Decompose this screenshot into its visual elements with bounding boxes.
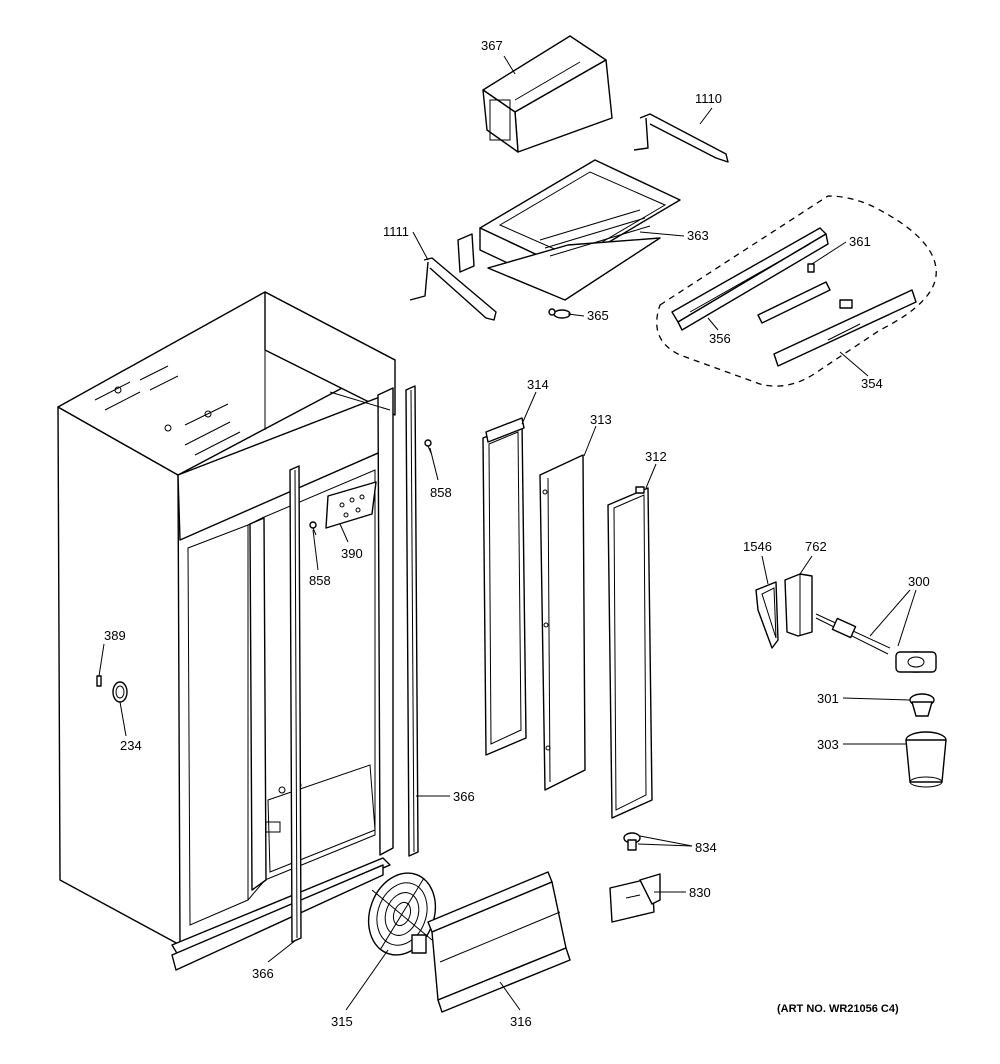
part-366-trim-right	[405, 385, 419, 857]
part-314-panel	[482, 417, 527, 756]
part-367-duct	[482, 35, 613, 153]
callout-301: 301	[817, 691, 839, 706]
callout-300: 300	[908, 574, 930, 589]
callout-366-left: 366	[252, 966, 274, 981]
part-354-control-assembly	[656, 195, 937, 387]
callout-361: 361	[849, 234, 871, 249]
callout-316: 316	[510, 1014, 532, 1029]
art-number: (ART NO. WR21056 C4)	[777, 1003, 899, 1015]
part-301-cap	[909, 693, 935, 717]
part-834-fastener	[623, 832, 641, 851]
part-1110-bracket	[633, 113, 729, 163]
part-858-screw-right	[424, 439, 432, 454]
callout-858-cabinet: 858	[309, 573, 331, 588]
callout-830: 830	[689, 885, 711, 900]
leader-lines	[98, 55, 917, 1011]
part-313-panel	[539, 454, 586, 791]
callout-312: 312	[645, 449, 667, 464]
part-312-channel	[607, 486, 653, 819]
callout-389: 389	[104, 628, 126, 643]
part-389-plug	[96, 675, 102, 687]
part-390-cover	[325, 481, 377, 529]
part-365-screw	[548, 308, 571, 319]
callout-356: 356	[709, 331, 731, 346]
callout-1111: 1111	[383, 224, 409, 239]
callout-366-right: 366	[453, 789, 475, 804]
callout-315: 315	[331, 1014, 353, 1029]
callout-1546: 1546	[743, 539, 772, 554]
callout-314: 314	[527, 377, 549, 392]
part-1546-bracket	[755, 581, 779, 649]
callout-363: 363	[687, 228, 709, 243]
part-1111-bracket	[409, 257, 497, 321]
part-762-block	[784, 573, 813, 637]
part-303-housing	[905, 731, 947, 788]
callout-1110: 1110	[695, 91, 722, 106]
part-858-screw-cabinet	[309, 521, 317, 536]
part-830-bracket	[609, 873, 661, 923]
refrigerator-case	[57, 291, 396, 971]
callout-762: 762	[805, 539, 827, 554]
callout-234: 234	[120, 738, 142, 753]
part-363-housing	[457, 159, 681, 301]
callout-313: 313	[590, 412, 612, 427]
callout-303: 303	[817, 737, 839, 752]
callout-367: 367	[481, 38, 503, 53]
callout-354: 354	[861, 376, 883, 391]
part-366-trim-left	[289, 465, 302, 943]
callout-390: 390	[341, 546, 363, 561]
callout-labels: 367 1110 363 1111 361 365 356 354 314 31…	[104, 38, 930, 1029]
part-234-grommet	[112, 681, 128, 703]
callout-365: 365	[587, 308, 609, 323]
part-315-fan	[367, 872, 437, 956]
callout-858-right: 858	[430, 485, 452, 500]
part-300-sensor	[815, 613, 937, 673]
callout-834: 834	[695, 840, 717, 855]
part-316-grille	[427, 871, 571, 1013]
